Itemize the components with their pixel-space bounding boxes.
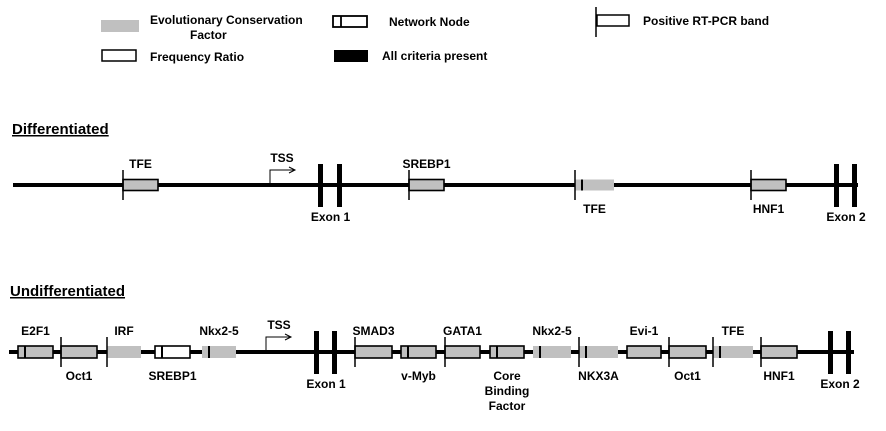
binding-site: NKX3A [578,337,619,383]
binding-site: v-Myb [400,345,437,383]
binding-site-label: SREBP1 [148,369,196,383]
legend-swatch-conservation [101,20,139,32]
binding-site: Nkx2-5 [199,324,239,358]
binding-site-box [122,178,159,192]
binding-site-label: HNF1 [753,202,785,216]
exon-2-bar [834,164,839,207]
binding-site: SMAD3 [352,324,395,367]
legend-label-rtpcr: Positive RT-PCR band [643,14,769,28]
binding-site-box [760,345,798,359]
binding-site-box [713,346,753,358]
binding-site-box [626,345,662,359]
legend-label-conservation-2: Factor [190,28,227,42]
exon-1-bar [314,331,319,374]
binding-site-box [444,345,481,359]
track-title-differentiated: Differentiated [12,121,109,138]
binding-site-box [107,346,141,358]
binding-site: GATA1 [443,324,482,367]
binding-site: Evi-1 [626,324,662,359]
exon-1-label: Exon 1 [311,210,351,224]
exon-2-label: Exon 2 [826,210,866,224]
binding-site-label: GATA1 [443,324,482,338]
binding-site-box [668,345,707,359]
binding-site-box [202,346,236,358]
binding-site-label: IRF [114,324,133,338]
binding-site: Oct1 [60,337,98,383]
binding-site: SREBP1 [402,157,451,200]
binding-site-box [408,178,445,192]
exon-1-label: Exon 1 [306,377,346,391]
tss-label: TSS [270,151,293,165]
binding-site-label: TFE [722,324,745,338]
tss-arrowhead-icon [284,333,293,341]
binding-site-label: Evi-1 [630,324,659,338]
binding-site-label: SMAD3 [352,324,394,338]
legend-swatch-rtpcr [596,14,630,27]
binding-site-box [750,178,787,192]
binding-site: TFE [122,157,159,200]
binding-site-label: NKX3A [578,369,619,383]
exon-2-bar [828,331,833,374]
binding-site: E2F1 [17,324,54,359]
legend-label-all-criteria: All criteria present [382,49,487,63]
tss-arrowhead-icon [288,166,297,174]
legend: Evolutionary Conservation Factor Frequen… [101,7,769,64]
binding-site-box [60,345,98,359]
binding-site-label: Oct1 [66,369,93,383]
tss-arrow [269,169,294,184]
binding-site-label: TFE [129,157,152,171]
legend-label-conservation-1: Evolutionary Conservation [150,13,303,27]
binding-site-box [579,346,618,358]
binding-site: IRF [106,324,141,367]
track-title-undifferentiated: Undifferentiated [10,283,125,300]
binding-site-label: E2F1 [21,324,50,338]
binding-site-label: TFE [583,202,606,216]
binding-site-label: Oct1 [674,369,701,383]
binding-site-box [400,345,437,359]
legend-swatch-network-node [332,15,368,28]
legend-label-network-node: Network Node [389,15,470,29]
tss-arrow [265,336,290,351]
binding-site-label: Nkx2-5 [199,324,239,338]
binding-site: SREBP1 [148,345,197,383]
binding-site-box [489,345,525,359]
binding-site-label: SREBP1 [402,157,450,171]
binding-site: TFE [574,170,614,216]
exon-2-label: Exon 2 [820,377,860,391]
binding-site: Nkx2-5 [532,324,572,358]
binding-site-label: v-Myb [401,369,436,383]
binding-site-label: Factor [489,399,526,413]
binding-site: HNF1 [760,337,798,383]
exon-2-bar [852,164,857,207]
legend-swatch-frequency [101,49,137,62]
binding-site-label: Binding [485,384,530,398]
exon-1-bar [318,164,323,207]
binding-site-box [575,179,614,191]
tss-label: TSS [267,318,290,332]
exon-1-bar [332,331,337,374]
binding-site-label: HNF1 [763,369,795,383]
binding-site-box [533,346,571,358]
legend-label-frequency: Frequency Ratio [150,50,244,64]
binding-site-box [354,345,393,359]
binding-site: HNF1 [750,170,787,216]
binding-site: TFE [712,324,753,367]
binding-site-label: Nkx2-5 [532,324,572,338]
legend-swatch-all-criteria [334,50,368,62]
exon-1-bar [337,164,342,207]
binding-site-box [154,345,191,359]
binding-site-label: Core [493,369,521,383]
binding-site-box [17,345,54,359]
binding-site: Oct1 [668,337,707,383]
exon-2-bar [846,331,851,374]
